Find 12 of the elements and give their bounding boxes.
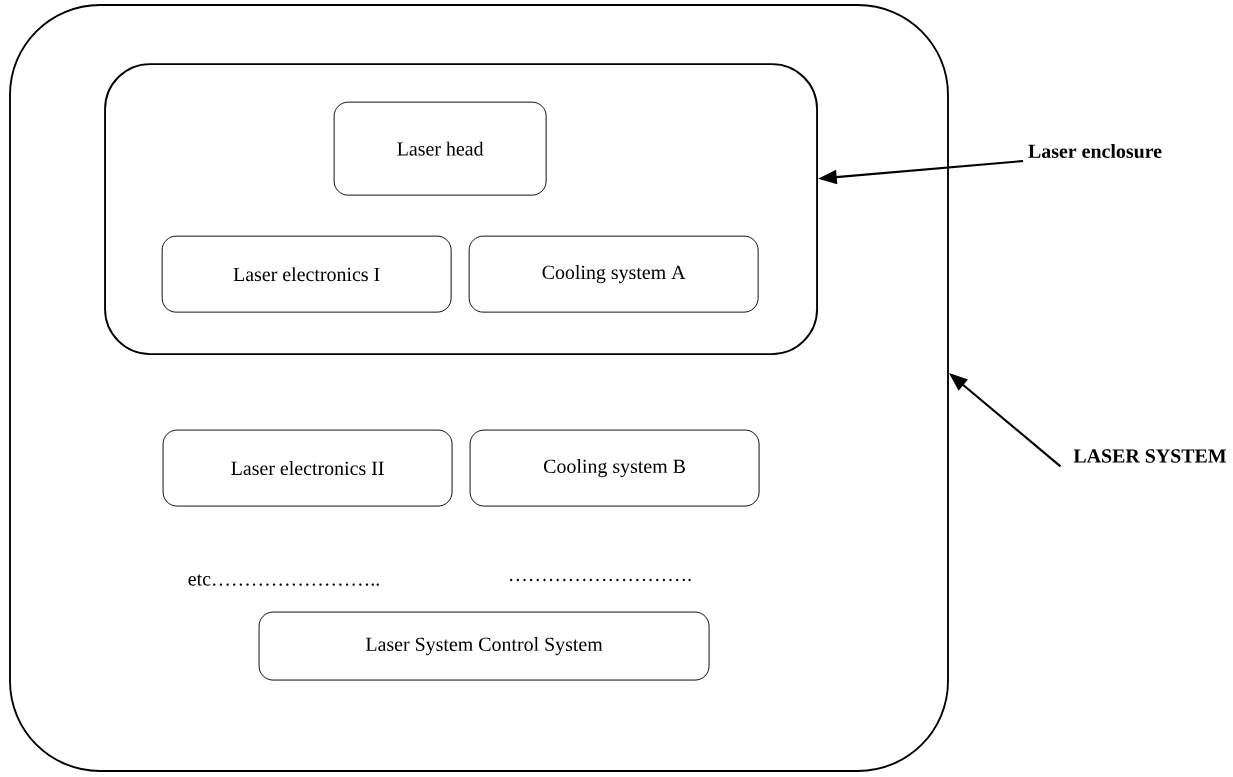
dotted-continuation: etc……………………..	[188, 574, 379, 586]
enclosure-outline	[104, 63, 818, 355]
process-box: Laser System Control System	[258, 611, 710, 681]
callout-text: Laser enclosure	[1028, 144, 1162, 159]
process-box: Cooling system A	[468, 235, 759, 313]
process-box: Laser electronics I	[161, 235, 452, 313]
system-outline	[9, 4, 949, 772]
process-box: Cooling system B	[469, 429, 760, 507]
callout-text: LASER SYSTEM	[1073, 449, 1227, 463]
process-box: Laser electronics II	[162, 429, 453, 507]
process-box: Laser head	[333, 101, 547, 196]
dotted-continuation: ……………………….	[510, 578, 691, 582]
